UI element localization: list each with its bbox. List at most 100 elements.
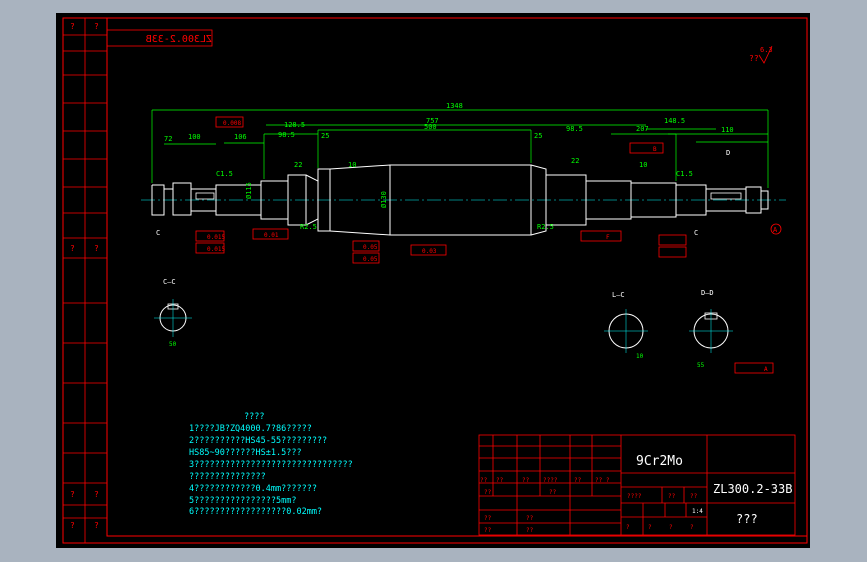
dim-72: 72	[164, 135, 172, 143]
dim-22: 22	[294, 161, 302, 169]
diam-left: Ø115	[245, 182, 253, 199]
shaft-outline	[151, 164, 769, 236]
keyway-right	[710, 192, 742, 200]
dim-110: 110	[721, 126, 734, 134]
note-line-3: HS85~90??????HS±1.5???	[189, 448, 302, 458]
row2-cell-3: ??	[549, 489, 557, 496]
sheet-cell-2: ?	[648, 524, 652, 531]
section-lc-label: L—C	[612, 291, 625, 299]
dimension-lines	[151, 109, 769, 188]
title-block-texts: 9Cr2Mo ZL300.2-33B ??? 1:4 ?? ?? ?? ????…	[480, 454, 792, 534]
technical-notes: ???? 1????JB?ZQ4000.7?86????? 2?????????…	[189, 412, 353, 517]
tolerance-texts: 0.008 0.015 0.015 0.01 0.05 0.05 0.03 F …	[207, 120, 768, 373]
diam-center: Ø130	[380, 191, 388, 208]
section-cc-dim: 50	[169, 341, 177, 348]
chamfer-right: C1.5	[676, 170, 693, 178]
dim-25-right: 25	[534, 132, 542, 140]
dim-98-5-left: 98.5	[278, 131, 295, 139]
left-binding-strip	[63, 18, 107, 543]
tol-g: F	[606, 234, 610, 241]
radius-right: R2.5	[537, 223, 554, 231]
dim-757: 757	[426, 117, 439, 125]
tol-a: 0.015	[207, 234, 225, 241]
datum-a: A	[773, 226, 778, 234]
label-cell-3: ??	[690, 493, 698, 500]
row3-cell-1: ??	[484, 515, 492, 522]
datum-c-left: C	[156, 229, 160, 237]
rev-cell-1: ??	[480, 477, 488, 484]
dim-10-b: 10	[639, 161, 647, 169]
notes-heading: ????	[244, 412, 264, 422]
rev-cell-3: ??	[522, 477, 530, 484]
dim-10: 10	[348, 161, 356, 169]
strip-mark-3: ?	[70, 244, 75, 253]
dim-22-b: 22	[571, 157, 579, 165]
strip-mark-4: ?	[94, 244, 99, 253]
title-scale: 1:4	[692, 508, 703, 515]
datum-a-circle	[770, 223, 782, 235]
tol-b: 0.015	[207, 246, 225, 253]
note-line-5: ???????????????	[189, 472, 266, 482]
note-line-6: 4????????????0.4mm???????	[189, 484, 317, 494]
note-line-4: 3???????????????????????????????	[189, 460, 353, 470]
stamp-box	[106, 29, 213, 47]
dim-25-left: 25	[321, 132, 329, 140]
note-line-8: 6??????????????????0.02mm?	[189, 507, 322, 517]
sheet-cell-4: ?	[690, 524, 694, 531]
strip-mark-7: ?	[70, 521, 75, 530]
roughness-label: ??	[749, 54, 759, 63]
strip-mark-2: ?	[94, 22, 99, 31]
sheet-cell-3: ?	[669, 524, 673, 531]
keyway-left	[195, 192, 215, 200]
row4-cell-3: ??	[526, 527, 534, 534]
rev-cell-2: ??	[496, 477, 504, 484]
row4-cell-1: ??	[484, 527, 492, 534]
dim-106: 106	[234, 133, 247, 141]
radius-left: R2.5	[300, 223, 317, 231]
title-drawing-no: ZL300.2-33B	[713, 482, 792, 496]
datum-c-right: C	[694, 229, 698, 237]
rev-cell-5: ??	[574, 477, 582, 484]
tol-c: 0.01	[264, 232, 279, 239]
strip-mark-8: ?	[94, 521, 99, 530]
section-dd-dim: 55	[697, 362, 705, 369]
dim-100: 100	[188, 133, 201, 141]
label-cell-1: ????	[627, 493, 642, 500]
title-material: 9Cr2Mo	[636, 454, 683, 469]
cad-drawing-viewport[interactable]: ? ? ? ? ? ? ? ? ZL300.2-33B ?? 6.3	[56, 13, 810, 548]
dim-overall: 1348	[446, 102, 463, 110]
tol-i: A	[764, 366, 768, 373]
note-line-1: 1????JB?ZQ4000.7?86?????	[189, 424, 312, 434]
chamfer-left: C1.5	[216, 170, 233, 178]
note-line-2: 2??????????HS45-55?????????	[189, 436, 327, 446]
datum-d: D	[726, 149, 730, 157]
tol-d: 0.05	[363, 244, 378, 251]
dim-207: 207	[636, 125, 649, 133]
dim-148-5: 148.5	[664, 117, 685, 125]
rev-cell-6: ?? ?	[595, 477, 610, 484]
rev-cell-4: ????	[543, 477, 558, 484]
sheet-cell-1: ?	[626, 524, 630, 531]
tol-top-left: 0.008	[223, 120, 241, 127]
dim-98-5-right: 98.5	[566, 125, 583, 133]
row3-cell-3: ??	[526, 515, 534, 522]
strip-mark-1: ?	[70, 22, 75, 31]
mirrored-drawing-code: ZL300.2-33B	[146, 34, 212, 45]
note-line-7: 5????????????????5mm?	[189, 496, 296, 506]
tol-f: 0.03	[422, 248, 437, 255]
dimension-texts: 1348 757 500 128.5 98.5 98.5 148.5 207 1…	[164, 102, 734, 231]
title-block	[478, 434, 796, 536]
left-strip-marks: ? ? ? ? ? ? ? ?	[70, 22, 99, 530]
row2-cell-1: ??	[484, 489, 492, 496]
strip-mark-6: ?	[94, 490, 99, 499]
inner-frame	[106, 17, 808, 537]
engineering-drawing[interactable]: ? ? ? ? ? ? ? ? ZL300.2-33B ?? 6.3	[56, 13, 810, 548]
tol-e: 0.05	[363, 256, 378, 263]
title-part-name: ???	[736, 512, 758, 526]
tolerance-frames	[195, 116, 774, 374]
roughness-value: 6.3	[760, 46, 773, 54]
tol-h: B	[653, 146, 657, 153]
strip-mark-5: ?	[70, 490, 75, 499]
label-cell-2: ??	[668, 493, 676, 500]
section-lc-dim: 10	[636, 353, 644, 360]
